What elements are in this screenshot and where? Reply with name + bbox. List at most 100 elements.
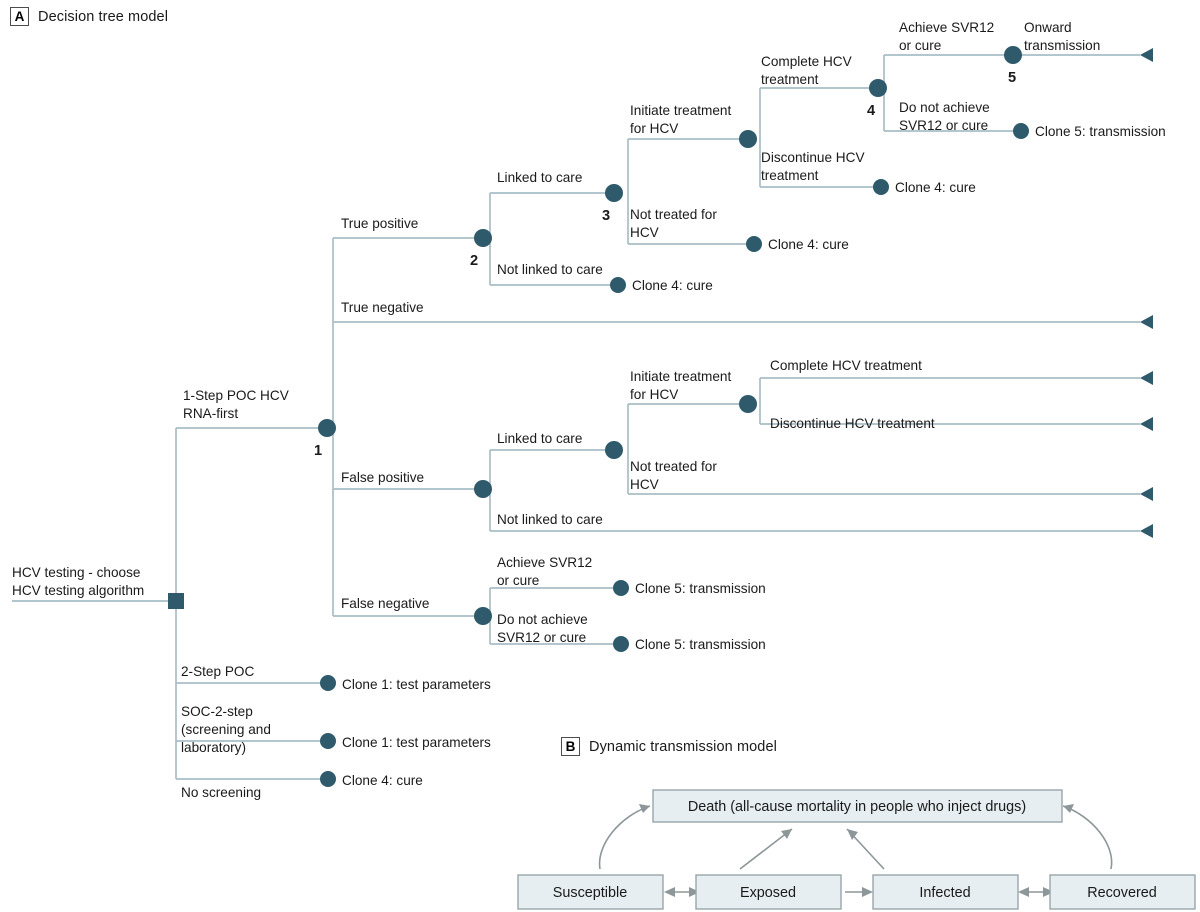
terminal-node-clone4-b[interactable] — [746, 236, 762, 252]
arrowhead-inf-rec-right — [1043, 887, 1054, 897]
tp-complete-label-line2: treatment — [761, 72, 819, 87]
panel-b-header: B Dynamic transmission model — [561, 737, 777, 756]
tp-complete-label-line1: Complete HCV — [761, 54, 852, 69]
state-box-susceptible[interactable] — [517, 874, 664, 910]
panel-a-title: Decision tree model — [38, 8, 169, 25]
fn-achieve-label-line1: Achieve SVR12 — [497, 555, 592, 570]
root-label-line2: HCV testing algorithm — [12, 583, 144, 598]
terminal-node-clone5-a[interactable] — [1013, 123, 1029, 139]
node-false-negative[interactable] — [474, 607, 492, 625]
terminal-label-clone4-d: Clone 4: cure — [342, 773, 423, 788]
terminal-label-clone5-b: Clone 5: transmission — [635, 581, 766, 596]
fn-not-achieve-label-line1: Do not achieve — [497, 612, 588, 627]
terminal-label-clone4-b: Clone 4: cure — [768, 237, 849, 252]
terminal-label-clone1-a: Clone 1: test parameters — [342, 677, 491, 692]
strategy-3-label-line1: SOC-2-step — [181, 704, 253, 719]
fp-discontinue-treatment-label: Discontinue HCV treatment — [770, 416, 935, 431]
arrowhead-sus-exp-left — [664, 887, 675, 897]
terminal-label-clone4-c: Clone 4: cure — [632, 278, 713, 293]
tp-not-linked-to-care-label: Not linked to care — [497, 262, 603, 277]
node-1[interactable] — [318, 419, 336, 437]
terminal-node-clone5-b[interactable] — [613, 580, 629, 596]
strategy-1-label-line1: 1-Step POC HCV — [183, 388, 289, 403]
arrowhead-susceptible-death — [639, 804, 650, 813]
arrowhead-inf-rec-left — [1018, 887, 1029, 897]
node-fp-linked[interactable] — [605, 441, 623, 459]
state-box-exposed[interactable] — [695, 874, 842, 910]
terminal-label-clone5-a: Clone 5: transmission — [1035, 124, 1166, 139]
onward-transmission-label-line1: Onward — [1024, 20, 1072, 35]
arrowhead-fp-not-treated — [1140, 487, 1153, 501]
node-3-number: 3 — [602, 208, 610, 224]
panel-b-tag: B — [561, 737, 580, 756]
arrowhead-exp-inf — [862, 887, 873, 897]
panel-b-title: Dynamic transmission model — [589, 738, 777, 755]
state-box-recovered[interactable] — [1049, 874, 1196, 910]
fp-complete-treatment-label: Complete HCV treatment — [770, 358, 922, 373]
node-false-positive[interactable] — [474, 480, 492, 498]
terminal-node-clone4-d[interactable] — [320, 771, 336, 787]
strategy-2-label: 2-Step POC — [181, 664, 254, 679]
tp-not-treated-label-line2: HCV — [630, 225, 659, 240]
arrowhead-true-negative — [1140, 315, 1153, 329]
state-box-infected[interactable] — [872, 874, 1019, 910]
achieve-svr12-label-line2: or cure — [899, 38, 941, 53]
state-label-exposed: Exposed — [740, 885, 796, 901]
tp-initiate-label-line2: for HCV — [630, 121, 678, 136]
death-box-label: Death (all-cause mortality in people who… — [688, 799, 1026, 815]
node-2-number: 2 — [470, 253, 478, 269]
transmission-model-diagram: Death (all-cause mortality in people who… — [517, 789, 1196, 910]
arrowhead-fp-discontinue — [1140, 417, 1153, 431]
root-decision-node[interactable] — [168, 593, 184, 609]
node-1-number: 1 — [314, 443, 322, 459]
terminal-node-clone1-a[interactable] — [320, 675, 336, 691]
terminal-node-clone4-c[interactable] — [610, 277, 626, 293]
strategy-3-label-line3: laboratory) — [181, 740, 246, 755]
tp-discontinue-label-line1: Discontinue HCV — [761, 150, 865, 165]
not-achieve-svr12-label-line2: SVR12 or cure — [899, 118, 988, 133]
arrowhead-fp-not-linked — [1140, 524, 1153, 538]
node-4-number: 4 — [867, 103, 876, 119]
strategy-1-label-line2: RNA-first — [183, 406, 238, 421]
panel-a-header: A Decision tree model — [10, 7, 168, 26]
death-box[interactable] — [652, 789, 1063, 823]
arrowhead-exposed-death — [781, 829, 792, 839]
tree-arrowheads — [1140, 48, 1153, 538]
fp-not-treated-label-line2: HCV — [630, 477, 659, 492]
state-label-recovered: Recovered — [1087, 885, 1157, 901]
arrowhead-recovered-death — [1063, 804, 1074, 813]
strategy-3-label-line2: (screening and — [181, 722, 271, 737]
node-5[interactable] — [1004, 46, 1022, 64]
node-4[interactable] — [869, 79, 887, 97]
true-positive-label: True positive — [341, 216, 418, 231]
tree-chance-nodes — [318, 46, 1029, 787]
fp-not-linked-to-care-label: Not linked to care — [497, 512, 603, 527]
tp-initiate-label-line1: Initiate treatment — [630, 103, 731, 118]
terminal-node-clone4-a[interactable] — [873, 179, 889, 195]
terminal-label-clone4-a: Clone 4: cure — [895, 180, 976, 195]
state-label-susceptible: Susceptible — [553, 885, 627, 901]
terminal-node-clone5-c[interactable] — [613, 636, 629, 652]
achieve-svr12-label-line1: Achieve SVR12 — [899, 20, 994, 35]
terminal-node-clone1-b[interactable] — [320, 733, 336, 749]
tp-linked-to-care-label: Linked to care — [497, 170, 582, 185]
tp-discontinue-label-line2: treatment — [761, 168, 819, 183]
state-label-infected: Infected — [919, 885, 970, 901]
node-tp-initiate[interactable] — [739, 130, 757, 148]
strategy-4-label: No screening — [181, 785, 261, 800]
arrow-susceptible-to-death — [598, 805, 651, 870]
arrowhead-onward-transmission — [1140, 48, 1153, 62]
node-fp-initiate[interactable] — [739, 395, 757, 413]
tp-not-treated-label-line1: Not treated for — [630, 207, 717, 222]
fn-not-achieve-label-line2: SVR12 or cure — [497, 630, 586, 645]
node-3[interactable] — [605, 184, 623, 202]
arrow-recovered-to-death — [1062, 805, 1113, 870]
false-positive-label: False positive — [341, 470, 424, 485]
arrowhead-sus-exp-right — [689, 887, 700, 897]
true-negative-label: True negative — [341, 300, 424, 315]
false-negative-label: False negative — [341, 596, 429, 611]
not-achieve-svr12-label-line1: Do not achieve — [899, 100, 990, 115]
fp-linked-to-care-label: Linked to care — [497, 431, 582, 446]
node-2[interactable] — [474, 229, 492, 247]
